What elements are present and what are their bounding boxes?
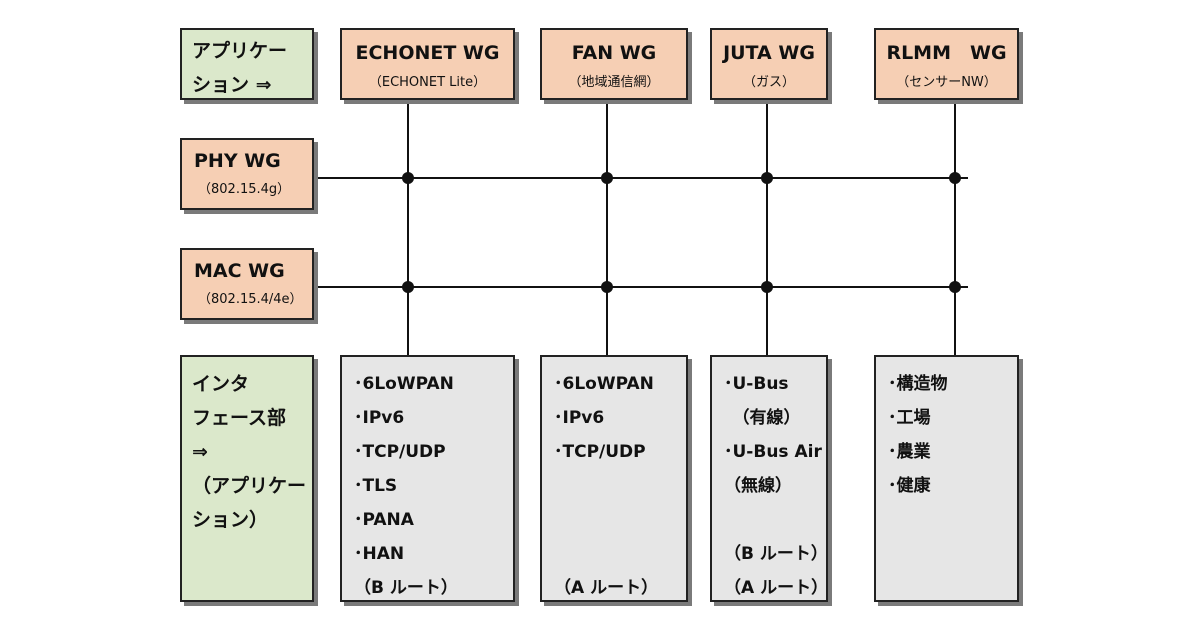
spacer-line <box>554 537 686 571</box>
rlmm-wg-title: RLMM WG <box>886 42 1007 64</box>
application-label-line1: アプリケー <box>192 40 288 62</box>
spacer-line <box>554 503 686 537</box>
juta-wg-subtitle: （ガス） <box>742 75 795 90</box>
interface-label-line: ション） <box>192 509 269 531</box>
protocol-note: （無線） <box>724 476 792 496</box>
route-label: （B ルート） <box>354 578 458 598</box>
fan-wg-box: FAN WG （地域通信網） <box>540 28 688 100</box>
protocol-item: ･TCP/UDP <box>554 442 646 462</box>
protocol-item: ･U-Bus <box>724 374 789 394</box>
route-label: （B ルート） <box>724 544 828 564</box>
juta-wg-box: JUTA WG （ガス） <box>710 28 828 100</box>
phy-wg-subtitle: （802.15.4g） <box>198 182 291 197</box>
echonet-wg-title: ECHONET WG <box>355 42 500 64</box>
route-label: （A ルート） <box>554 578 659 598</box>
juta-interface-box: ･U-Bus （有線） ･U-Bus Air （無線） （B ルート） （A ル… <box>710 355 828 602</box>
mac-wg-box: MAC WG （802.15.4/4e） <box>180 248 314 320</box>
fan-wg-subtitle: （地域通信網） <box>568 75 660 90</box>
rlmm-wg-box: RLMM WG （センサーNW） <box>874 28 1019 100</box>
protocol-item: ･HAN <box>354 544 405 564</box>
junction-dot <box>761 281 773 293</box>
rlmm-interface-box: ･構造物 ･工場 ･農業 ･健康 <box>874 355 1019 602</box>
echonet-interface-box: ･6LoWPAN ･IPv6 ･TCP/UDP ･TLS ･PANA ･HAN … <box>340 355 515 602</box>
protocol-item: ･IPv6 <box>354 408 405 428</box>
junction-dot <box>761 172 773 184</box>
junction-dot <box>601 172 613 184</box>
junction-dot <box>601 281 613 293</box>
protocol-item: ･TCP/UDP <box>354 442 446 462</box>
echonet-wg-box: ECHONET WG （ECHONET Lite） <box>340 28 515 100</box>
phy-wg-box: PHY WG （802.15.4g） <box>180 138 314 210</box>
interface-label-box: インタ フェース部 ⇒ （アプリケー ション） <box>180 355 314 602</box>
rlmm-wg-subtitle: （センサーNW） <box>896 75 997 90</box>
junction-dot <box>949 172 961 184</box>
route-label: （A ルート） <box>724 578 829 598</box>
protocol-item: ･6LoWPAN <box>354 374 454 394</box>
spacer-line <box>554 469 686 503</box>
juta-wg-title: JUTA WG <box>723 42 815 64</box>
protocol-item: ･IPv6 <box>554 408 605 428</box>
application-item: ･構造物 <box>888 374 948 394</box>
protocol-item: ･PANA <box>354 510 414 530</box>
fan-interface-box: ･6LoWPAN ･IPv6 ･TCP/UDP （A ルート） <box>540 355 688 602</box>
protocol-note: （有線） <box>724 408 801 428</box>
protocol-item: ･6LoWPAN <box>554 374 654 394</box>
interface-label-line: ⇒ <box>192 441 208 463</box>
interface-label-line: （アプリケー <box>192 475 307 497</box>
junction-dot <box>402 281 414 293</box>
spacer-line <box>724 503 826 537</box>
protocol-item: ･U-Bus Air <box>724 442 822 462</box>
echonet-wg-subtitle: （ECHONET Lite） <box>368 75 487 90</box>
interface-label-line: インタ <box>192 373 250 395</box>
mac-wg-subtitle: （802.15.4/4e） <box>198 292 303 307</box>
phy-wg-title: PHY WG <box>194 150 281 172</box>
junction-dot <box>402 172 414 184</box>
mac-wg-title: MAC WG <box>194 260 285 282</box>
application-item: ･工場 <box>888 408 931 428</box>
fan-wg-title: FAN WG <box>571 42 657 64</box>
protocol-item: ･TLS <box>354 476 398 496</box>
application-label-box: アプリケー ション ⇒ <box>180 28 314 100</box>
interface-label-line: フェース部 <box>192 407 287 429</box>
application-item: ･健康 <box>888 476 931 496</box>
junction-dot <box>949 281 961 293</box>
application-label-line2: ション ⇒ <box>192 74 272 96</box>
application-item: ･農業 <box>888 442 931 462</box>
